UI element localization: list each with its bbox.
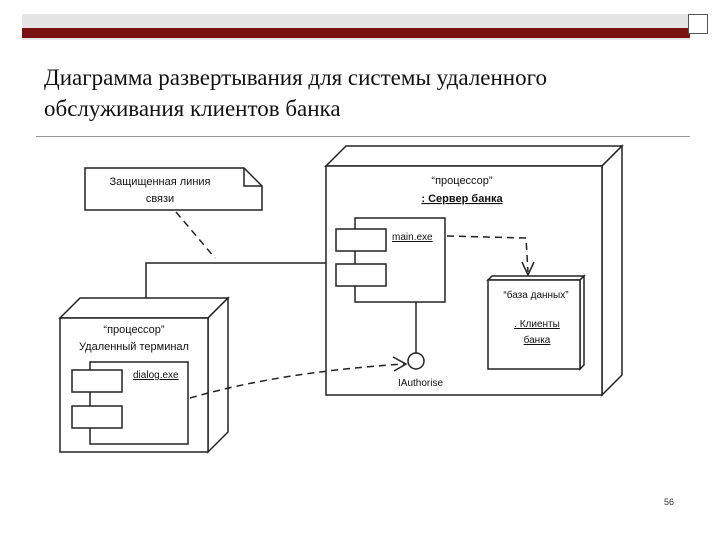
note-line-1: Защищенная линия [109,176,210,188]
dialog-exe-label: dialog.exe [133,370,179,381]
terminal-stereotype: “процессор” [103,324,165,336]
note-box [84,167,263,211]
title-line-2: обслуживания клиентов банка [44,96,341,121]
terminal-name: Удаленный терминал [79,341,189,353]
note-line-2: связи [146,193,174,205]
auth-dependency-arrowhead [392,356,408,372]
top-accent-line [22,28,690,38]
communication-link [145,262,326,298]
server-stereotype: “процессор” [431,175,493,187]
database-artifact [486,274,586,371]
auth-dependency-arrow [189,363,405,399]
db-dependency-arrowhead [521,261,535,277]
title-rule [36,136,690,137]
page-number: 56 [664,497,675,507]
title-line-1: Диаграмма развертывания для системы удал… [44,65,547,90]
db-dependency-arrow [446,235,529,273]
main-exe-label: main.exe [392,232,433,243]
interface-label: IAuthorise [398,378,443,389]
interface-circle-icon [407,352,425,370]
database-line-2: банка [524,334,551,346]
database-stereotype: “база данных” [503,289,568,301]
note-anchor-line [175,211,216,259]
dialog-exe-component [71,361,189,445]
database-line-1: . Клиенты [514,319,560,330]
server-name: : Сервер банка [421,193,503,205]
main-exe-component [335,217,446,303]
corner-square [688,14,708,34]
slide-title: Диаграмма развертывания для системы удал… [44,62,684,124]
